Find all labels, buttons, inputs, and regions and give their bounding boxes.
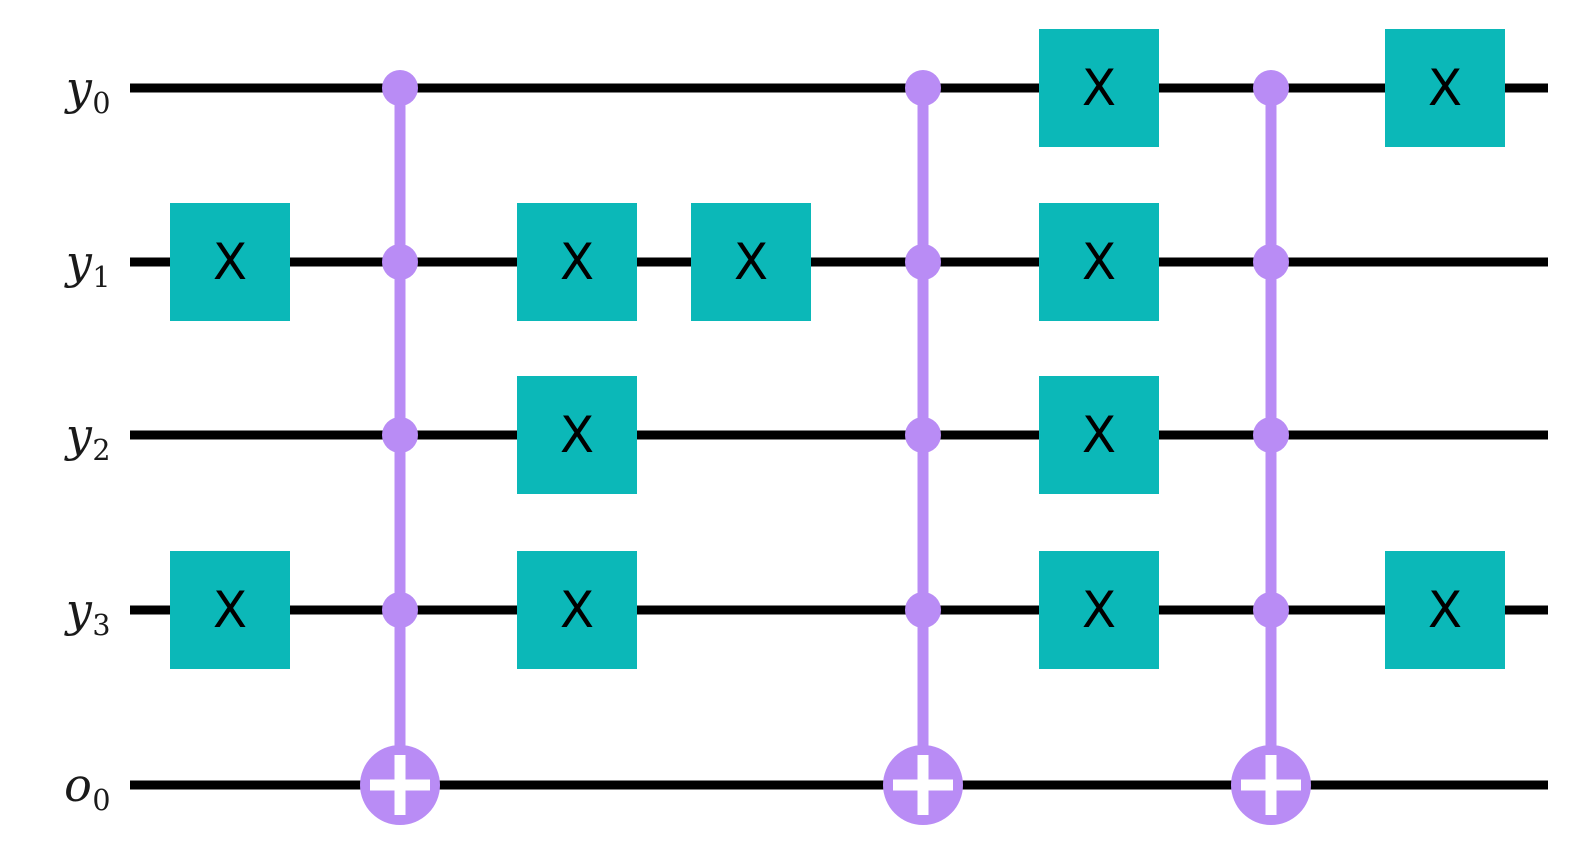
toffoli-2-control-dot-y0[interactable] bbox=[905, 70, 941, 106]
gate-x-y1-230[interactable]: X bbox=[170, 203, 290, 321]
gate-label: X bbox=[733, 233, 769, 291]
gate-label: X bbox=[1081, 581, 1117, 639]
wire-label-y1: y1 bbox=[66, 239, 111, 291]
wire-line-y0 bbox=[130, 83, 1548, 93]
gate-label: X bbox=[1081, 406, 1117, 464]
wire-label-subscript: 2 bbox=[92, 433, 111, 467]
wire-label-y3: y3 bbox=[66, 587, 111, 639]
wire-label-subscript: 0 bbox=[92, 86, 111, 120]
gate-label: X bbox=[1427, 59, 1463, 117]
gate-x-y2-1099[interactable]: X bbox=[1039, 376, 1159, 494]
toffoli-3-control-dot-y3[interactable] bbox=[1253, 592, 1289, 628]
toffoli-1-control-dot-y3[interactable] bbox=[382, 592, 418, 628]
gate-label: X bbox=[559, 581, 595, 639]
wire-line-o0 bbox=[130, 780, 1548, 790]
wire-label-base: y bbox=[65, 583, 92, 637]
gate-x-y1-751[interactable]: X bbox=[691, 203, 811, 321]
gate-x-y0-1445[interactable]: X bbox=[1385, 29, 1505, 147]
wire-label-subscript: 1 bbox=[92, 260, 111, 294]
wire-label-y2: y2 bbox=[66, 412, 111, 464]
wire-label-base: y bbox=[65, 61, 92, 115]
wire-line-y2 bbox=[130, 430, 1548, 440]
wire-label-o0: o0 bbox=[64, 762, 110, 814]
target-cross-vertical bbox=[1265, 754, 1277, 816]
toffoli-1-control-dot-y2[interactable] bbox=[382, 417, 418, 453]
toffoli-3-control-dot-y2[interactable] bbox=[1253, 417, 1289, 453]
gate-x-y0-1099[interactable]: X bbox=[1039, 29, 1159, 147]
gate-label: X bbox=[212, 233, 248, 291]
gate-label: X bbox=[212, 581, 248, 639]
toffoli-1-control-dot-y1[interactable] bbox=[382, 244, 418, 280]
toffoli-2-control-dot-y2[interactable] bbox=[905, 417, 941, 453]
gate-label: X bbox=[559, 233, 595, 291]
gate-label: X bbox=[559, 406, 595, 464]
gate-x-y1-1099[interactable]: X bbox=[1039, 203, 1159, 321]
toffoli-1-target-o0[interactable] bbox=[360, 745, 440, 825]
target-cross-vertical bbox=[917, 754, 929, 816]
toffoli-3-target-o0[interactable] bbox=[1231, 745, 1311, 825]
wire-label-base: y bbox=[65, 235, 92, 289]
gate-label: X bbox=[1081, 59, 1117, 117]
gate-x-y3-577[interactable]: X bbox=[517, 551, 637, 669]
gate-x-y3-1099[interactable]: X bbox=[1039, 551, 1159, 669]
toffoli-2-control-dot-y3[interactable] bbox=[905, 592, 941, 628]
wire-label-subscript: 3 bbox=[92, 608, 111, 642]
gate-label: X bbox=[1427, 581, 1463, 639]
wire-label-base: o bbox=[64, 758, 92, 812]
toffoli-2-target-o0[interactable] bbox=[883, 745, 963, 825]
gate-x-y2-577[interactable]: X bbox=[517, 376, 637, 494]
toffoli-1-control-dot-y0[interactable] bbox=[382, 70, 418, 106]
toffoli-3-control-dot-y0[interactable] bbox=[1253, 70, 1289, 106]
toffoli-2-control-dot-y1[interactable] bbox=[905, 244, 941, 280]
wire-line-y3 bbox=[130, 605, 1548, 615]
gate-x-y3-230[interactable]: X bbox=[170, 551, 290, 669]
wire-line-y1 bbox=[130, 257, 1548, 267]
wire-label-base: y bbox=[65, 408, 92, 462]
target-cross-vertical bbox=[394, 754, 406, 816]
wire-label-y0: y0 bbox=[66, 65, 111, 117]
gate-x-y1-577[interactable]: X bbox=[517, 203, 637, 321]
toffoli-3-control-dot-y1[interactable] bbox=[1253, 244, 1289, 280]
gate-label: X bbox=[1081, 233, 1117, 291]
wire-label-subscript: 0 bbox=[92, 783, 111, 817]
gate-x-y3-1445[interactable]: X bbox=[1385, 551, 1505, 669]
